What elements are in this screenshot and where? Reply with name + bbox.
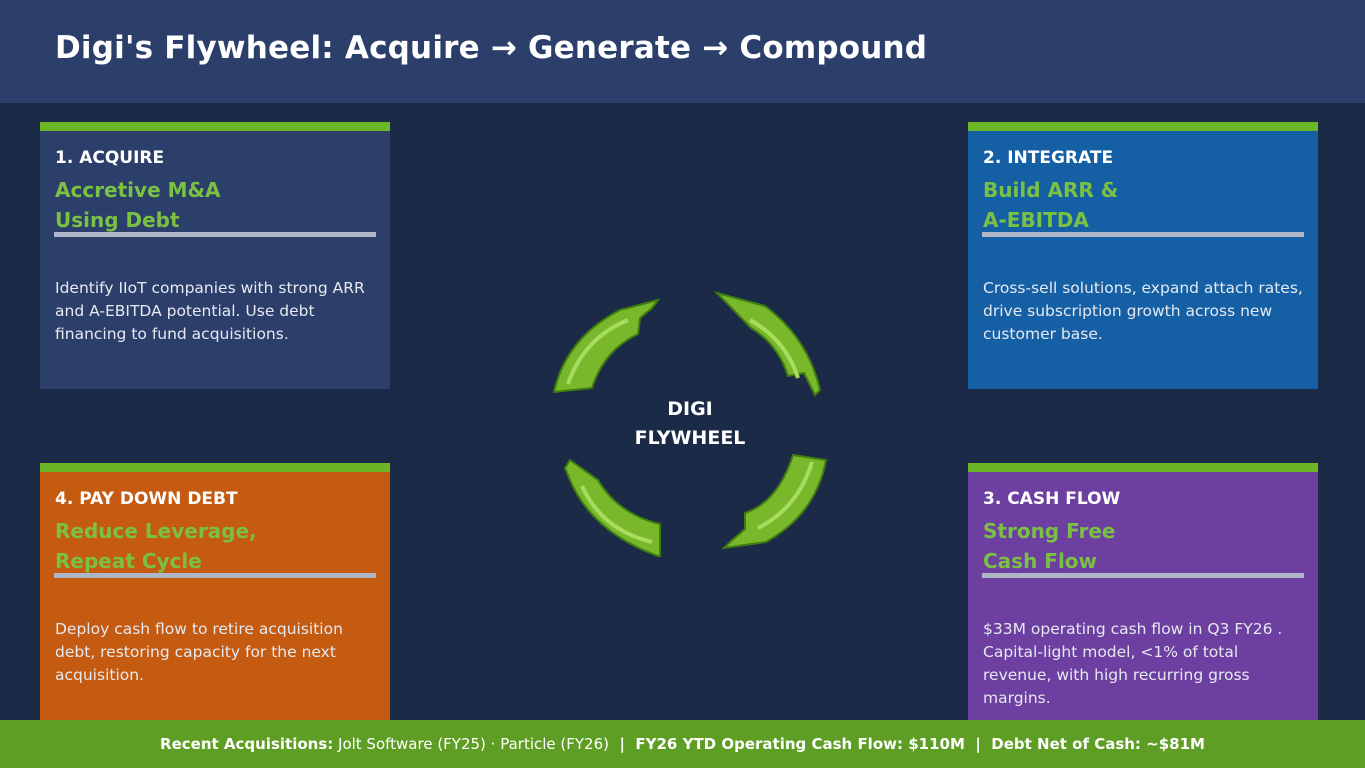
card-step-label: 4. PAY DOWN DEBT (55, 489, 238, 509)
card-headline: Strong Free Cash Flow (983, 516, 1303, 576)
card-headline-line-1: Strong Free (983, 519, 1116, 543)
card-pay-down-debt: 4. PAY DOWN DEBT Reduce Leverage, Repeat… (40, 463, 390, 723)
flywheel-arrow-top-left (552, 298, 661, 394)
card-step-label: 1. ACQUIRE (55, 148, 165, 168)
footer-acquisitions-value: Jolt Software (FY25) · Particle (FY26) (333, 735, 609, 753)
footer-acquisitions-label: Recent Acquisitions: (160, 735, 334, 753)
card-headline: Reduce Leverage, Repeat Cycle (55, 516, 375, 576)
flywheel-center-label: DIGI FLYWHEEL (590, 395, 790, 453)
card-divider (982, 573, 1304, 578)
card-headline-line-2: Cash Flow (983, 549, 1098, 573)
flywheel-label-line-1: DIGI (667, 398, 713, 420)
card-body: Cross-sell solutions, expand attach rate… (983, 279, 1303, 343)
card-headline-line-2: Using Debt (55, 208, 180, 232)
card-step-label: 3. CASH FLOW (983, 489, 1121, 509)
card-body: Deploy cash flow to retire acquisition d… (55, 620, 343, 684)
flywheel-arrow-bottom-right (721, 453, 828, 550)
flywheel-graphic (552, 291, 828, 557)
card-divider (54, 232, 376, 237)
card-headline-line-2: Repeat Cycle (55, 549, 202, 573)
footer-separator: | (964, 735, 992, 753)
header-bar: Digi's Flywheel: Acquire → Generate → Co… (0, 0, 1365, 103)
card-body: $33M operating cash flow in Q3 FY26 . Ca… (983, 620, 1283, 707)
card-body: Identify IIoT companies with strong ARR … (55, 279, 365, 343)
card-headline-line-1: Reduce Leverage, (55, 519, 257, 543)
page-title: Digi's Flywheel: Acquire → Generate → Co… (55, 30, 928, 66)
card-divider (982, 232, 1304, 237)
card-headline-line-1: Build ARR & (983, 178, 1119, 202)
card-integrate: 2. INTEGRATE Build ARR & A-EBITDA Cross-… (968, 122, 1318, 389)
flywheel-label-line-2: FLYWHEEL (634, 427, 746, 449)
card-headline-line-1: Accretive M&A (55, 178, 221, 202)
card-headline: Accretive M&A Using Debt (55, 175, 375, 235)
footer-cash-flow: FY26 YTD Operating Cash Flow: $110M (635, 735, 965, 753)
footer-bar: Recent Acquisitions: Jolt Software (FY25… (0, 720, 1365, 768)
card-headline: Build ARR & A-EBITDA (983, 175, 1303, 235)
card-step-label: 2. INTEGRATE (983, 148, 1114, 168)
flywheel-arrow-top-right (713, 291, 822, 397)
footer-separator: | (609, 735, 636, 753)
card-divider (54, 573, 376, 578)
card-cash-flow: 3. CASH FLOW Strong Free Cash Flow $33M … (968, 463, 1318, 723)
footer-debt: Debt Net of Cash: ~$81M (991, 735, 1205, 753)
card-headline-line-2: A-EBITDA (983, 208, 1089, 232)
flywheel-arrow-bottom-left (563, 458, 661, 557)
card-acquire: 1. ACQUIRE Accretive M&A Using Debt Iden… (40, 122, 390, 389)
